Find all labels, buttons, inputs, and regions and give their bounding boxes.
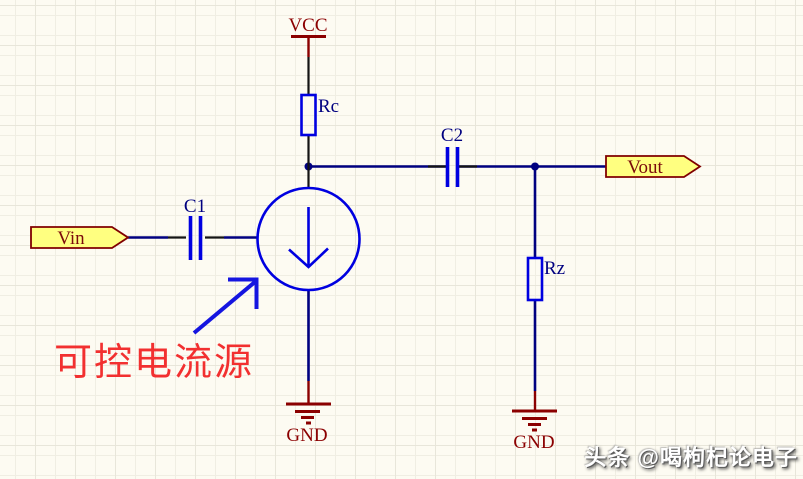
junction-dot (531, 162, 539, 171)
annotation-label: 可控电流源 (54, 342, 254, 384)
vout-port-shape[interactable] (605, 155, 702, 178)
current-source-circle[interactable] (256, 186, 361, 292)
current-source[interactable] (256, 186, 361, 292)
capacitor-c1[interactable]: C1 (168, 196, 224, 260)
capacitor-c2[interactable]: C2 (428, 125, 477, 187)
port-vout[interactable]: Vout (605, 155, 702, 178)
vout-port-label: Vout (627, 157, 663, 178)
current-arrow-head-icon (288, 247, 329, 269)
c2-designator[interactable]: C2 (441, 125, 463, 146)
annotation-arrow-head-icon (228, 277, 259, 309)
rz-body[interactable] (526, 256, 544, 302)
vin-port-label: Vin (57, 228, 85, 249)
vin-port-shape[interactable] (30, 226, 130, 249)
resistor-rc[interactable]: Rc (300, 57, 340, 188)
wires[interactable] (128, 162, 606, 392)
rc-body[interactable] (300, 93, 317, 137)
annotation: 可控电流源 (54, 277, 259, 384)
vcc-power-port[interactable]: VCC (288, 15, 328, 57)
rz-designator[interactable]: Rz (544, 258, 565, 279)
c1-designator[interactable]: C1 (184, 196, 206, 217)
gnd-right-label: GND (513, 432, 554, 453)
gnd-left-power-port[interactable]: GND (286, 381, 331, 446)
rc-designator[interactable]: Rc (318, 96, 339, 117)
annotation-arrow-shaft (192, 279, 258, 335)
watermark: 头条 @喝枸杞论电子 (584, 445, 798, 470)
gnd-left-label: GND (286, 425, 327, 446)
gnd-right-power-port[interactable]: GND (512, 391, 557, 453)
port-vin[interactable]: Vin (30, 226, 130, 249)
resistor-rz[interactable]: Rz (526, 256, 565, 302)
vcc-label: VCC (288, 15, 327, 36)
